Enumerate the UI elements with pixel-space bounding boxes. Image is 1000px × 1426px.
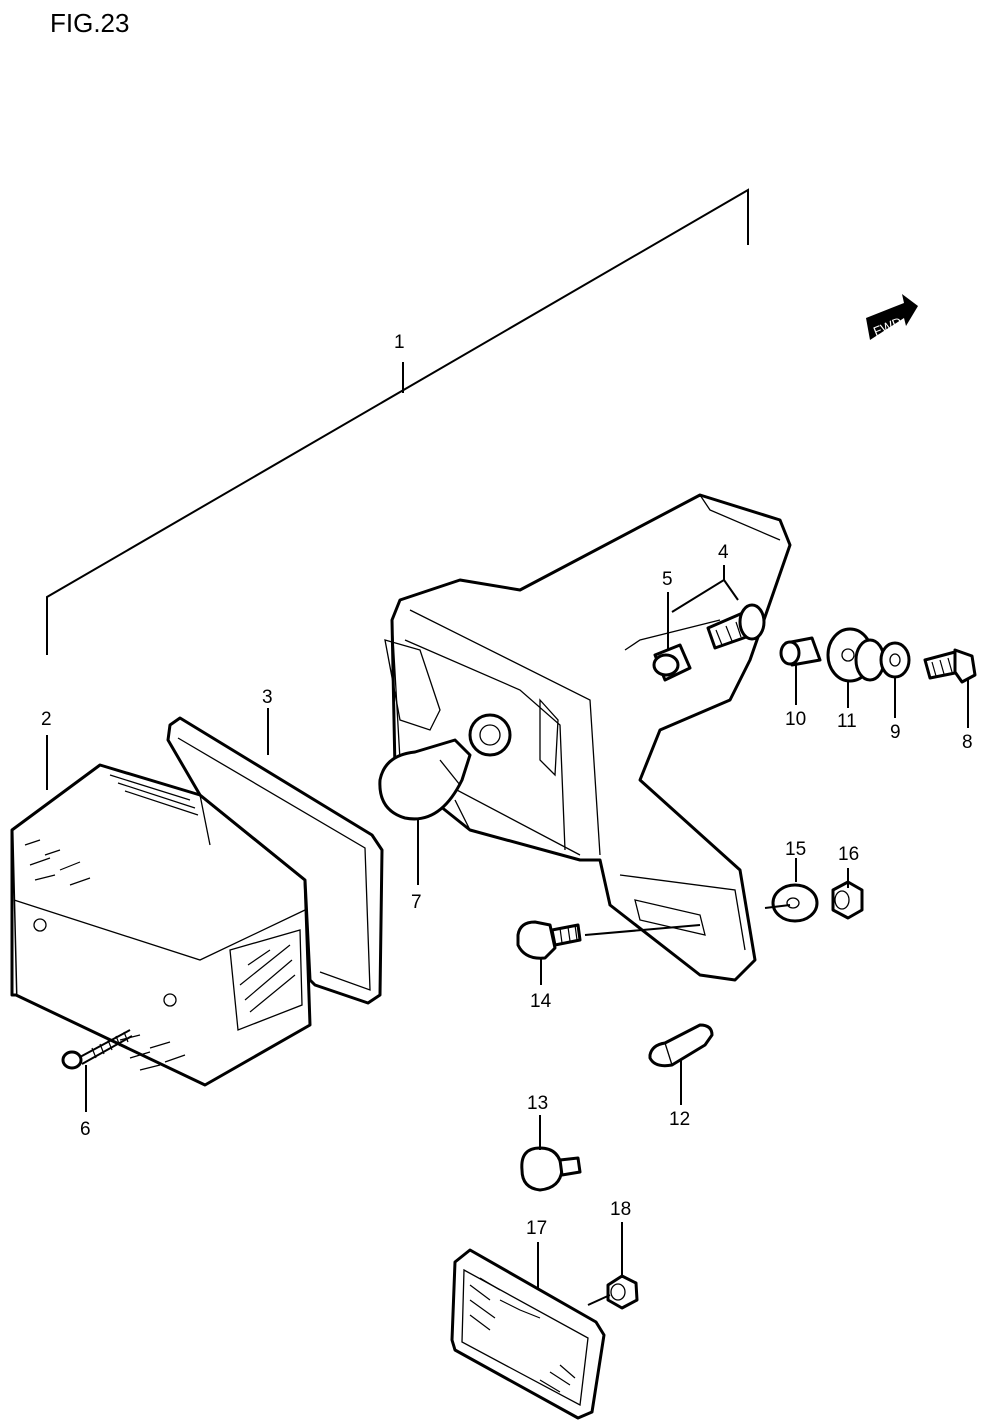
leader-lines <box>46 565 969 1306</box>
fwd-arrow-icon: FWD <box>866 294 918 340</box>
part-washer-15 <box>771 883 819 923</box>
part-reflector <box>450 1248 606 1420</box>
part-nut-16 <box>831 880 864 920</box>
part-bulb-12 <box>648 1023 714 1068</box>
callout-18: 18 <box>610 1199 631 1220</box>
callout-1: 1 <box>394 332 405 353</box>
part-bolt-14 <box>516 920 582 960</box>
part-collar-10 <box>779 636 822 667</box>
part-screw <box>61 1029 133 1070</box>
callout-12: 12 <box>669 1109 690 1130</box>
part-grommet-11 <box>826 627 886 683</box>
callout-5: 5 <box>662 569 673 590</box>
assembly-bracket <box>46 188 749 655</box>
callout-16: 16 <box>838 844 859 865</box>
part-bolt-8 <box>923 648 977 684</box>
callout-8: 8 <box>962 732 973 753</box>
callout-10: 10 <box>785 709 806 730</box>
figure-title: FIG.23 <box>50 8 130 38</box>
callout-3: 3 <box>262 687 273 708</box>
callout-7: 7 <box>411 892 422 913</box>
callouts: 1 2 3 4 5 6 7 8 9 10 11 12 13 14 15 16 1… <box>41 332 973 1239</box>
callout-6: 6 <box>80 1119 91 1140</box>
callout-14: 14 <box>530 991 552 1012</box>
part-bulb <box>378 738 472 821</box>
part-washer-9 <box>879 641 911 679</box>
callout-9: 9 <box>890 722 901 743</box>
part-bolt-4 <box>706 603 766 650</box>
callout-17: 17 <box>526 1218 547 1239</box>
part-gasket <box>166 716 384 1005</box>
part-nut-18 <box>606 1274 639 1310</box>
callout-11: 11 <box>837 711 857 732</box>
callout-2: 2 <box>41 709 52 730</box>
callout-4: 4 <box>718 542 729 563</box>
part-bolt-13 <box>520 1146 582 1192</box>
callout-15: 15 <box>785 839 806 860</box>
part-collar-5 <box>652 643 692 682</box>
part-housing <box>384 493 792 982</box>
callout-13: 13 <box>527 1093 548 1114</box>
